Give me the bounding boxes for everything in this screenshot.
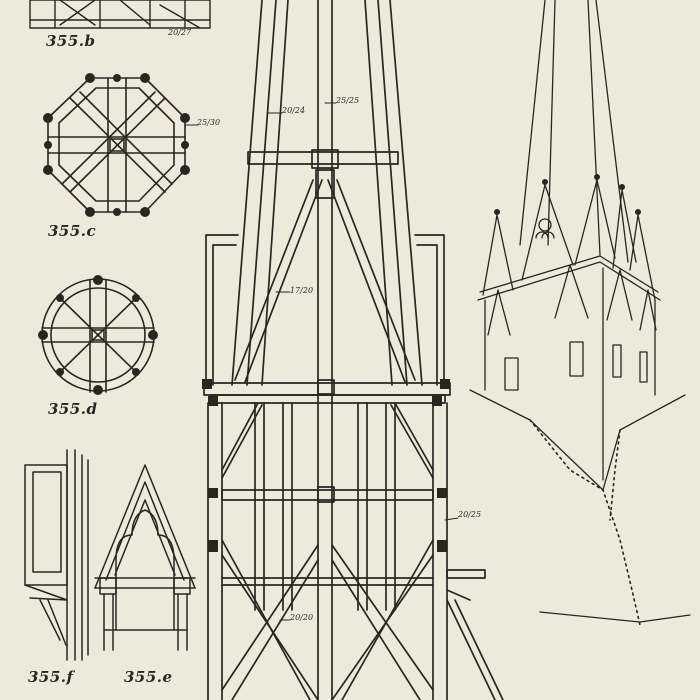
dimension-label-base-brace: 20/20 [290, 613, 314, 622]
tower-finials [494, 174, 641, 215]
spire-framing-joints [202, 379, 450, 552]
dimension-label-spire-brace: 17/20 [290, 286, 314, 295]
dimension-label-spire-post-left: 20/24 [282, 106, 306, 115]
figure-355b-drawing [29, 0, 211, 29]
figure-355e-drawing [94, 464, 196, 651]
spire-framing-drawing [203, 0, 504, 700]
dimension-label-spire-post-mid: 25/25 [336, 96, 360, 105]
tower-perspective-drawing [469, 0, 691, 623]
dimension-label-octagon: 25/30 [197, 118, 221, 127]
dimension-label-base-post: 20/25 [458, 510, 482, 519]
figure-355d-post-blocks [38, 275, 158, 395]
figure-355c-post-blocks [43, 73, 190, 217]
tower-dotted-foundation [529, 419, 641, 626]
figure-label-355d: 355.d [48, 400, 98, 418]
figure-label-355e: 355.e [124, 668, 173, 686]
dimension-leaders [184, 102, 459, 621]
figure-355f-drawing [24, 449, 89, 661]
figure-355c-drawing [47, 77, 186, 213]
dimension-label-top: 20/27 [168, 28, 192, 37]
figure-label-355c: 355.c [48, 222, 97, 240]
figure-label-355f: 355.f [28, 668, 74, 686]
figure-label-355b: 355.b [46, 32, 96, 50]
